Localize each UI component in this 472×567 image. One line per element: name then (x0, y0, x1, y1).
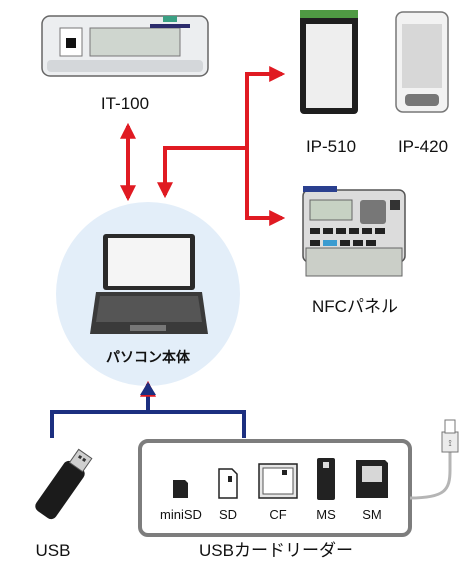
slot-label-minisd: miniSD (160, 507, 202, 522)
usb-line (50, 410, 246, 438)
slot-label-sd: SD (219, 507, 237, 522)
nfc-label: NFCパネル (312, 297, 398, 316)
ip510-label: IP-510 (306, 137, 356, 156)
ip510-device (300, 10, 358, 114)
card-reader-label: USBカードリーダー (199, 541, 353, 560)
it100-label: IT-100 (101, 94, 149, 113)
nfc-panel-device (302, 186, 406, 277)
svg-text:⟟: ⟟ (448, 439, 451, 449)
cf-card-icon (258, 463, 298, 499)
sd-card-icon (218, 468, 238, 499)
red-connectors (120, 66, 286, 226)
pc-label: パソコン本体 (106, 349, 191, 365)
slot-label-cf: CF (269, 507, 286, 522)
minisd-card-icon (173, 480, 188, 498)
blue-arrow-head (140, 382, 156, 395)
reader-cable (409, 450, 452, 500)
usb-stick-icon (35, 448, 93, 520)
usb-label: USB (36, 541, 71, 560)
ip420-device (395, 11, 449, 113)
arrow-to-nfc (245, 148, 286, 226)
ms-card-icon (317, 458, 335, 500)
ip420-label: IP-420 (398, 137, 448, 156)
slot-label-ms: MS (316, 507, 336, 522)
slot-label-sm: SM (362, 507, 382, 522)
sm-card-icon (356, 460, 388, 498)
laptop-icon (90, 234, 208, 334)
it100-device (41, 15, 209, 77)
usb-plug-icon: ⟟ (441, 419, 459, 453)
card-slot-labels: miniSD SD CF MS SM (160, 507, 382, 522)
arrow-pc-to-ip510 (157, 66, 286, 199)
